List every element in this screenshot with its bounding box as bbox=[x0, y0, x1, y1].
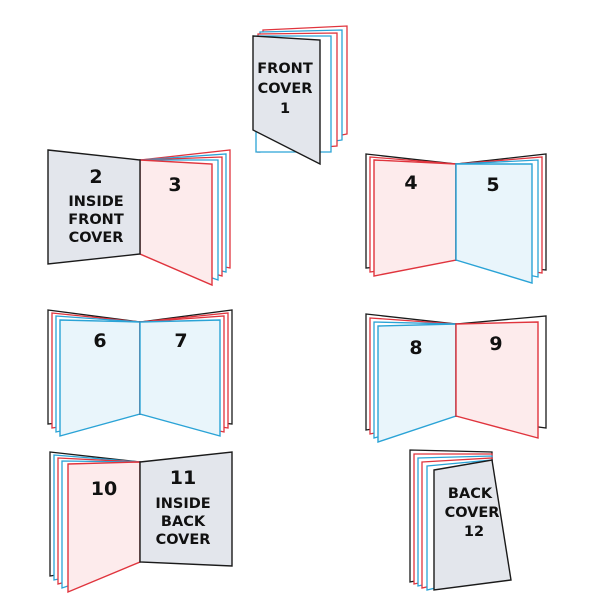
front-cover-label-line2: COVER bbox=[258, 81, 313, 97]
page-2-inside-front-cover bbox=[47, 149, 141, 265]
page-8-number: 8 bbox=[409, 337, 422, 359]
back-cover-page bbox=[433, 459, 512, 591]
spread-10-11: 10 11 INSIDE BACK COVER bbox=[49, 451, 233, 594]
booklet-back-closed: BACK COVER 12 bbox=[409, 449, 512, 591]
page-11-number: 11 bbox=[170, 467, 196, 489]
back-cover-label-line3: 12 bbox=[464, 524, 484, 540]
page-11-label-line1: INSIDE bbox=[155, 496, 210, 512]
page-11-inside-back-cover bbox=[139, 451, 233, 567]
page-2-label-line1: INSIDE bbox=[68, 194, 123, 210]
page-4-number: 4 bbox=[404, 172, 417, 194]
page-11-label-line3: COVER bbox=[156, 532, 211, 548]
front-cover-page bbox=[252, 35, 321, 166]
back-cover-label-line1: BACK bbox=[448, 486, 493, 502]
page-7-number: 7 bbox=[174, 330, 187, 352]
page-11-label-line2: BACK bbox=[161, 514, 206, 530]
spread-6-7: 6 7 bbox=[47, 309, 233, 437]
page-7 bbox=[139, 319, 221, 437]
spread-4-5: 4 5 bbox=[365, 153, 547, 284]
page-2-number: 2 bbox=[89, 166, 102, 188]
page-5 bbox=[455, 163, 533, 284]
booklet-front-closed: FRONT COVER 1 bbox=[252, 25, 348, 166]
front-cover-label-line1: FRONT bbox=[257, 61, 313, 77]
front-cover-label-line3: 1 bbox=[280, 101, 290, 117]
page-5-number: 5 bbox=[486, 174, 499, 196]
spread-2-3: 2 INSIDE FRONT COVER 3 bbox=[47, 149, 231, 287]
page-2-label-line2: FRONT bbox=[68, 212, 124, 228]
page-9 bbox=[455, 321, 539, 439]
page-3-number: 3 bbox=[168, 174, 181, 196]
page-2-label-line3: COVER bbox=[69, 230, 124, 246]
spread-8-9: 8 9 bbox=[365, 313, 547, 443]
page-9-number: 9 bbox=[489, 333, 502, 355]
page-10-number: 10 bbox=[91, 478, 117, 500]
back-cover-label-line2: COVER bbox=[445, 505, 500, 521]
page-6-number: 6 bbox=[93, 330, 106, 352]
